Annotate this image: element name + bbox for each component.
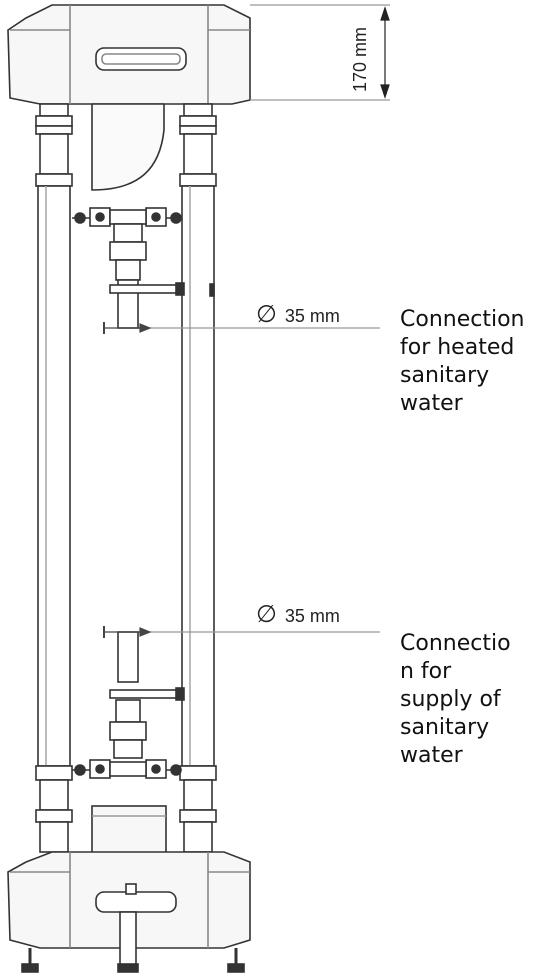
- upper-diameter-value: 35 mm: [284, 306, 340, 326]
- pump-housing: [91, 805, 167, 855]
- callout-line: water: [400, 391, 463, 416]
- left-column: [35, 103, 73, 853]
- diameter-symbol: ∅: [256, 301, 277, 328]
- upper-diameter-label: ∅ 35 mm: [256, 300, 340, 329]
- callout-line: Connectio: [400, 631, 511, 656]
- dimension-upper-diameter: [103, 322, 380, 334]
- dimension-170mm-label: 170 mm: [350, 26, 370, 92]
- diameter-symbol: ∅: [256, 601, 277, 628]
- lower-diameter-label: ∅ 35 mm: [256, 600, 340, 629]
- dimension-lower-diameter: [103, 626, 380, 638]
- callout-line: water: [400, 743, 463, 768]
- callout-line: for heated: [400, 335, 515, 360]
- lower-valve-assembly: [72, 631, 185, 779]
- lower-connection-callout: Connectio n for supply of sanitary water: [400, 630, 511, 770]
- upper-valve-assembly: [72, 207, 215, 329]
- bottom-manifold: [7, 851, 251, 971]
- top-bracket: [91, 103, 165, 191]
- callout-line: Connection: [400, 307, 525, 332]
- callout-line: sanitary: [400, 715, 490, 740]
- top-manifold: [7, 4, 251, 105]
- callout-line: n for: [400, 659, 452, 684]
- feet: [21, 948, 245, 973]
- dimension-170mm: [250, 4, 390, 101]
- upper-connection-callout: Connection for heated sanitary water: [400, 306, 524, 418]
- callout-line: sanitary: [400, 363, 490, 388]
- callout-line: supply of: [400, 687, 501, 712]
- right-column: [179, 103, 217, 853]
- lower-diameter-value: 35 mm: [284, 606, 340, 626]
